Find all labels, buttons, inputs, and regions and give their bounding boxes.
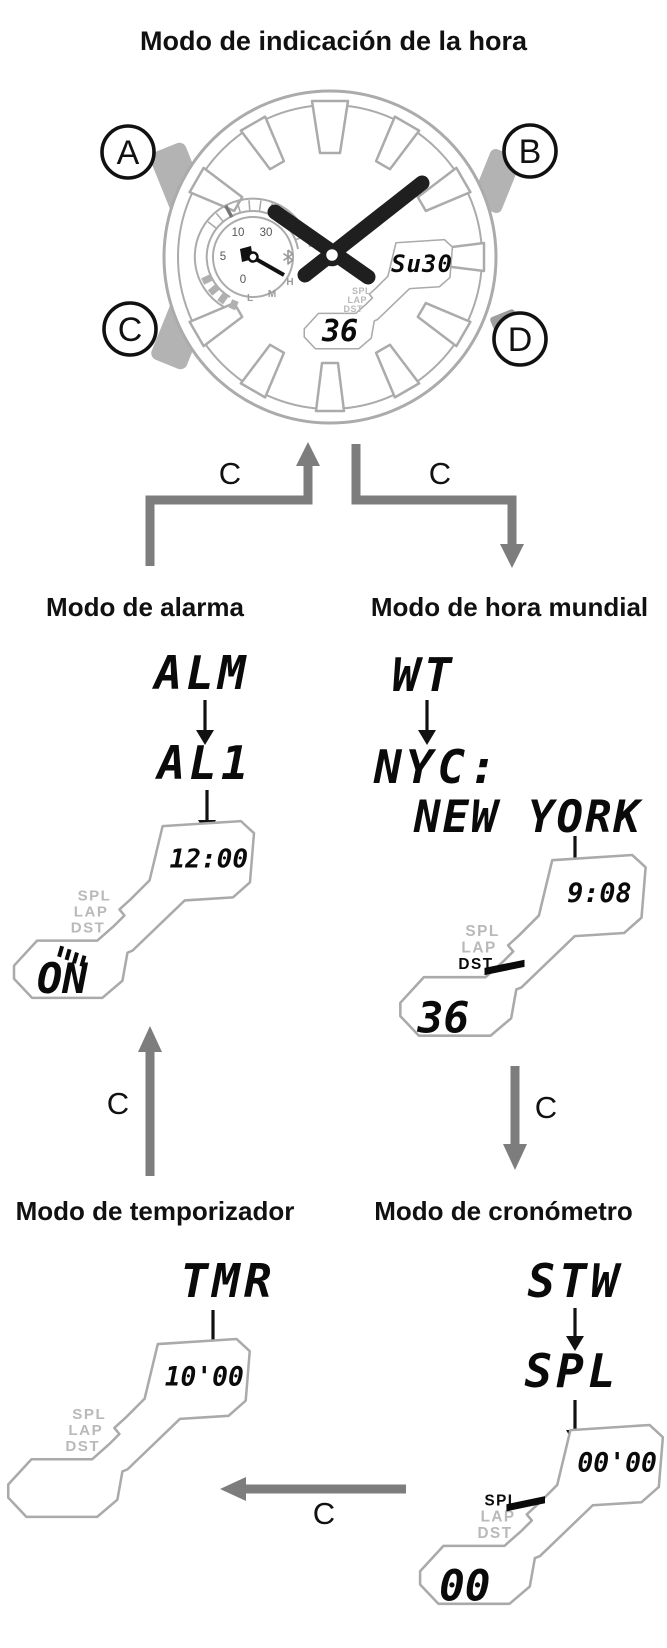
dial-seconds: 36 [321, 314, 358, 349]
alarm-mode-title: Modo de alarma [46, 592, 244, 622]
stopwatch-seconds: 00 [439, 1562, 490, 1612]
worldtime-city-name: NEW YORK [414, 792, 642, 843]
stopwatch-step-spl: SPL [524, 1344, 620, 1398]
subdial-scale-h: H [286, 277, 293, 288]
hour-markers [188, 99, 486, 413]
subdial-power-blocks [201, 274, 239, 311]
indicator-spl: SPL [72, 1406, 106, 1423]
alarm-step-al1: AL1 [157, 736, 253, 790]
arrow-worldtime-to-stopwatch [503, 1066, 527, 1170]
timer-mode-title: Modo de temporizador [15, 1196, 295, 1226]
page-title: Modo de indicación de la hora [139, 26, 528, 56]
dial-lcd-zone: SPL LAP DST Su30 36 [303, 238, 454, 350]
c-button-label-top-left: C [218, 456, 242, 491]
indicator-lap: LAP [68, 1422, 103, 1439]
subdial: 10 30 5 0 L M H [193, 197, 311, 311]
down-arrow-icon [566, 1308, 584, 1351]
worldtime-city-code: NYC: [374, 740, 501, 794]
c-button-label-left: C [106, 1086, 130, 1121]
worldtime-time: 9:08 [567, 878, 631, 909]
hour-hand [267, 204, 376, 285]
down-arrow-icon [418, 700, 436, 745]
subdial-scale-l: L [247, 293, 253, 304]
spl-indicator-bar [506, 1496, 546, 1512]
watch-hands [267, 175, 430, 285]
worldtime-mode-title: Modo de hora mundial [370, 592, 649, 622]
button-label-a: A [117, 134, 140, 172]
subdial-scale-m: M [268, 289, 276, 300]
indicator-dst: DST [478, 1525, 513, 1542]
timer-mode-display: SPL LAP DST 10'00 [6, 1337, 252, 1519]
dst-indicator-bar [484, 959, 525, 976]
indicator-spl: SPL [465, 923, 500, 940]
subdial-number-5: 5 [220, 251, 226, 263]
subdial-number-10: 10 [232, 227, 245, 239]
alarm-beep-icon [57, 945, 87, 967]
button-badge-b: B [502, 123, 558, 179]
dial-indicator-lap: LAP [348, 295, 368, 305]
dial-day-date: Su30 [391, 250, 453, 278]
button-badge-d: D [492, 311, 548, 367]
arrow-timer-to-alarm [138, 1026, 162, 1176]
indicator-dst: DST [65, 1438, 100, 1455]
bluetooth-icon [283, 249, 294, 265]
worldtime-step-wt: WT [392, 648, 456, 702]
c-button-label-bottom: C [312, 1496, 336, 1531]
worldtime-seconds: 36 [416, 994, 469, 1044]
stopwatch-step-stw: STW [527, 1254, 623, 1308]
alarm-time: 12:00 [170, 844, 249, 874]
hands-hub [320, 243, 344, 267]
subdial-hand [240, 246, 285, 277]
alarm-on-state: ON [37, 954, 88, 1003]
timer-step-tmr: TMR [180, 1254, 276, 1308]
down-arrow-icon [196, 700, 214, 745]
button-label-b: B [519, 133, 542, 171]
stopwatch-mode-display: SPL LAP DST 00'00 00 [418, 1423, 665, 1612]
alarm-mode-display: SPL LAP DST 12:00 ON [12, 819, 256, 1003]
subdial-number-0: 0 [240, 274, 246, 286]
watch-illustration: 10 30 5 0 L M H SPL LAP DST Su30 36 [100, 89, 558, 425]
indicator-lap: LAP [481, 1509, 516, 1526]
subdial-number-30: 30 [260, 227, 273, 239]
indicator-lap: LAP [461, 940, 496, 957]
timer-time: 10'00 [165, 1362, 244, 1392]
button-badge-a: A [100, 124, 156, 180]
c-button-label-right: C [534, 1090, 558, 1125]
button-label-c: C [118, 311, 143, 349]
indicator-dst-active: DST [458, 956, 493, 973]
stopwatch-time: 00'00 [577, 1448, 657, 1479]
button-label-d: D [508, 321, 533, 359]
button-badge-c: C [102, 301, 158, 357]
c-button-label-top-right: C [428, 456, 452, 491]
indicator-spl: SPL [78, 887, 112, 904]
indicator-dst: DST [71, 920, 106, 937]
dial-indicator-spl: SPL [352, 286, 371, 296]
worldtime-mode-display: SPL LAP DST 9:08 36 [399, 853, 647, 1044]
stopwatch-mode-title: Modo de cronómetro [374, 1196, 633, 1226]
indicator-lap: LAP [74, 904, 109, 921]
alarm-step-alm: ALM [154, 646, 250, 700]
dial-indicator-dst: DST [344, 304, 364, 314]
